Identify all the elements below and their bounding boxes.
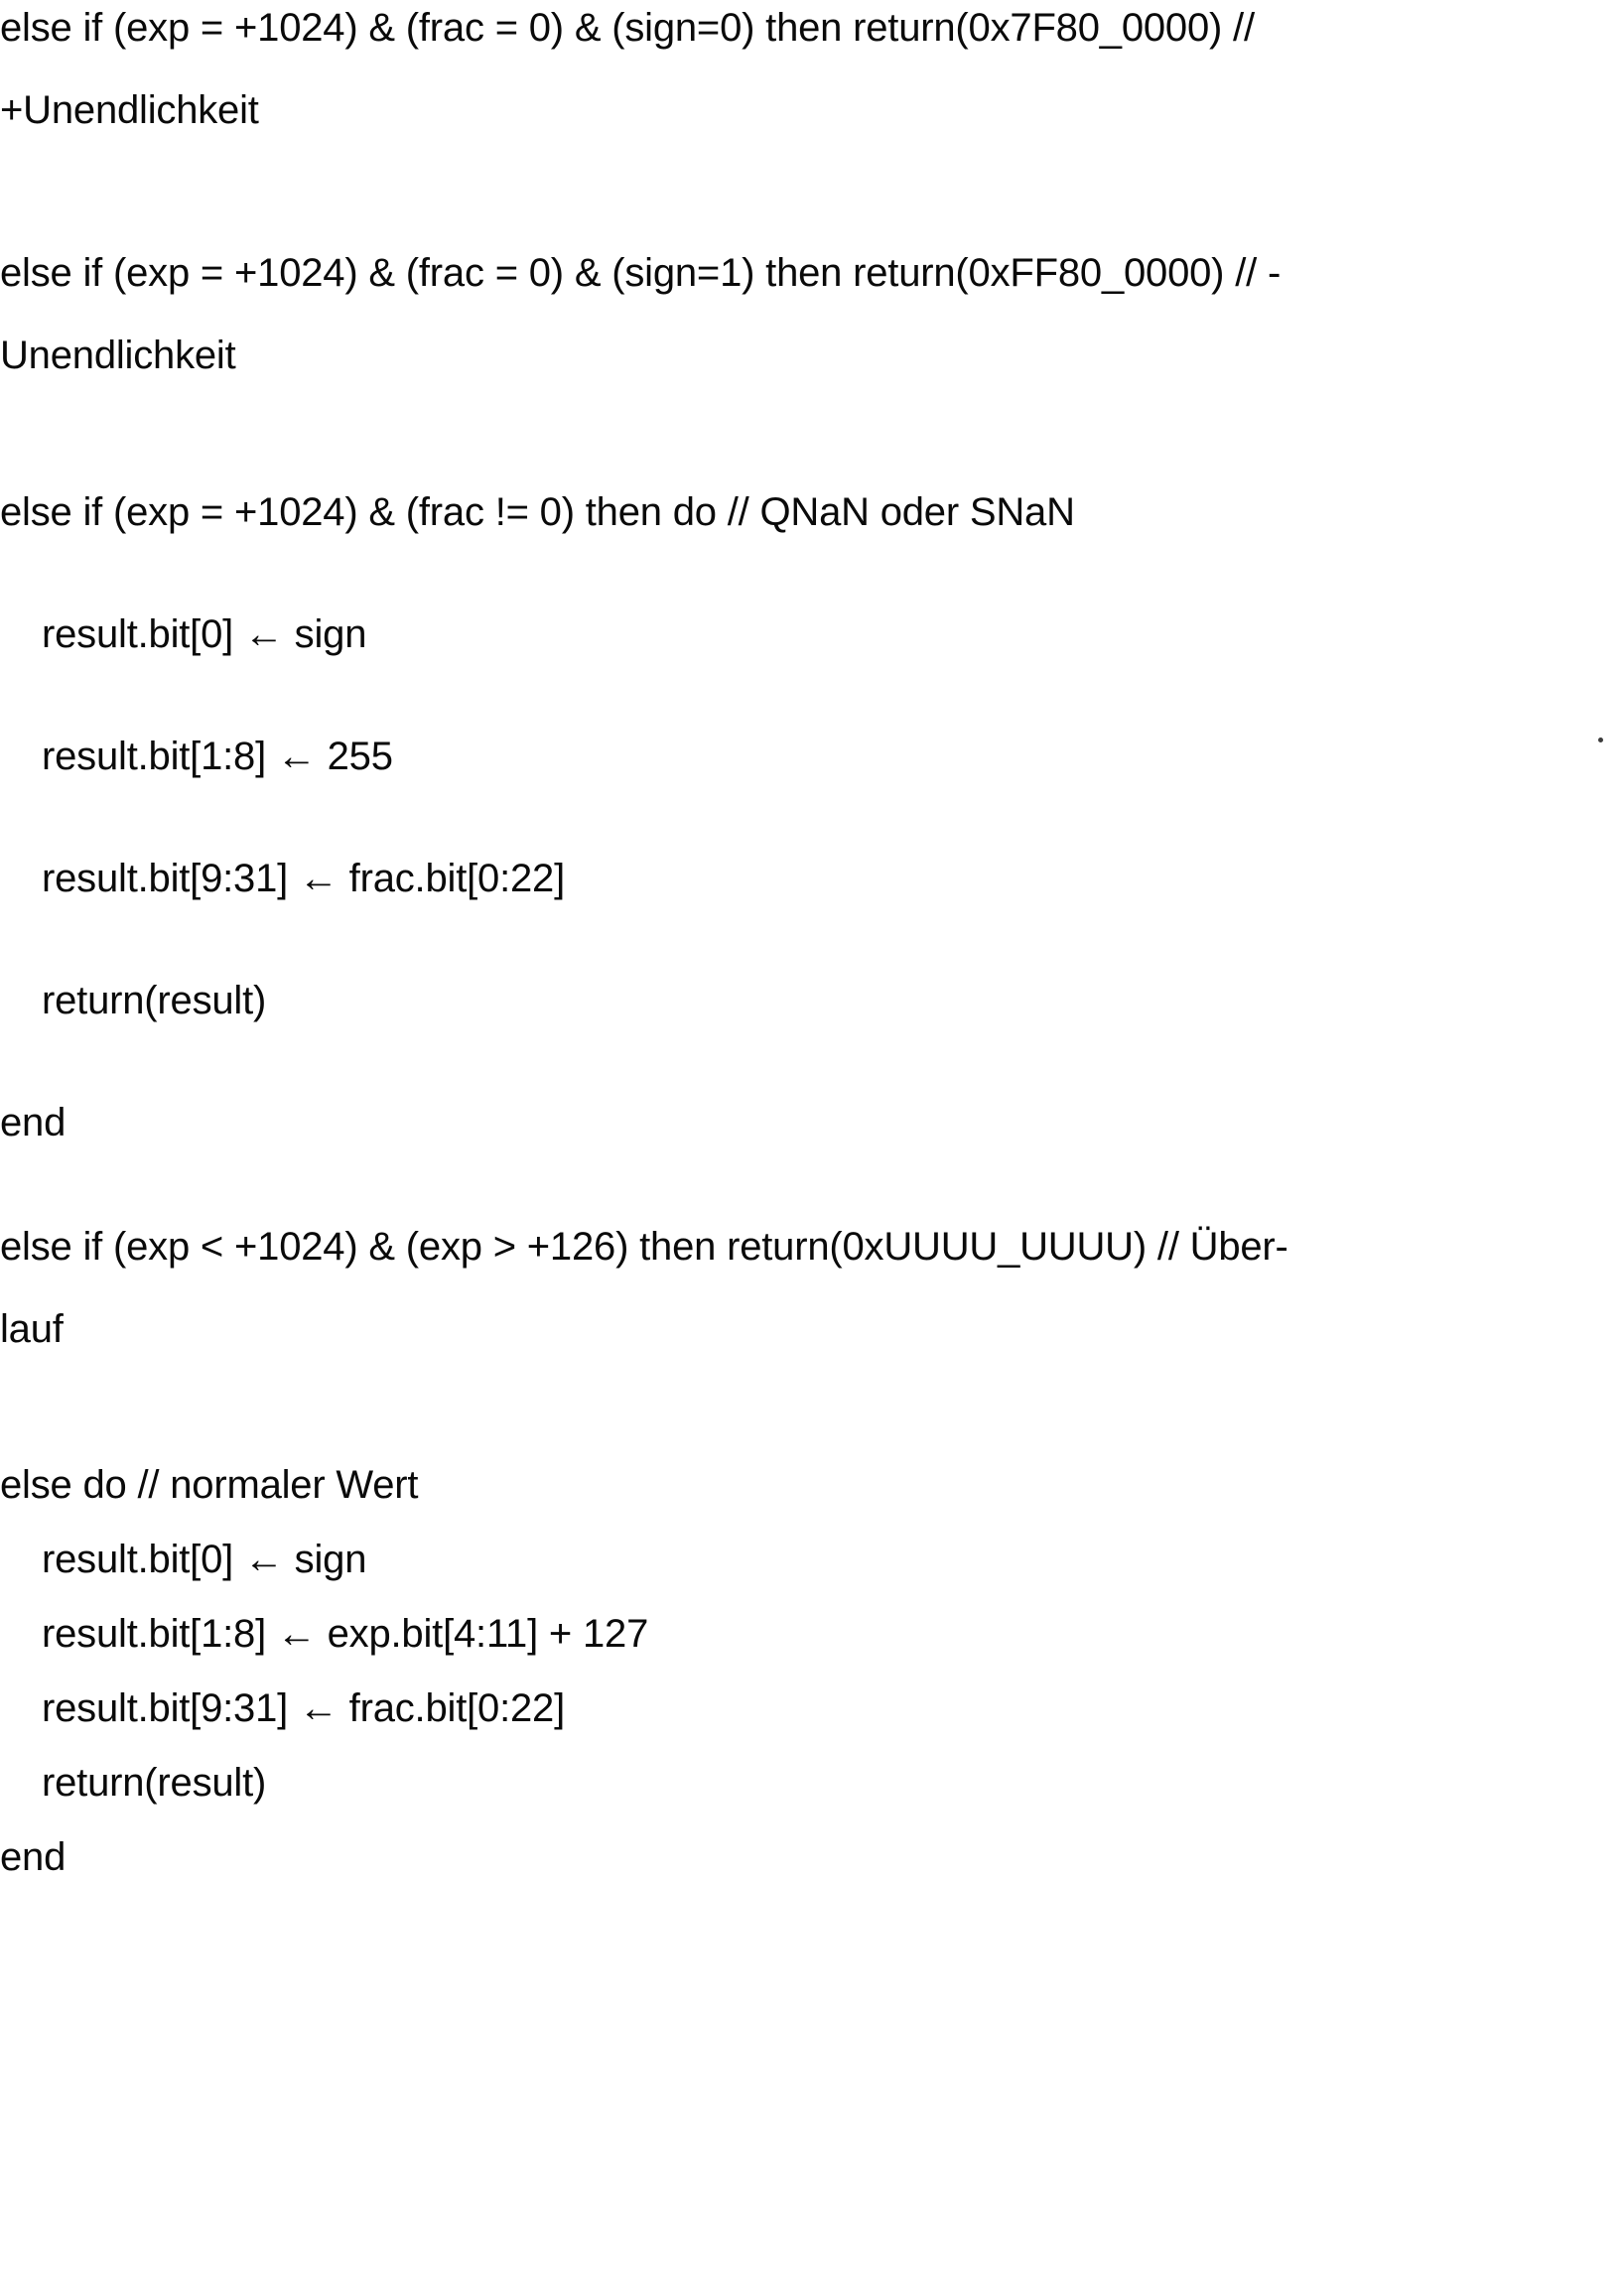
code-line: lauf (0, 1307, 64, 1351)
code-line-normal-return: return(result) (42, 1761, 267, 1805)
code-line-normal-end: end (0, 1835, 67, 1879)
code-line-nan-branch: else if (exp = +1024) & (frac != 0) then… (0, 490, 1075, 534)
code-block-inf-pos: else if (exp = +1024) & (frac = 0) & (si… (0, 0, 1624, 140)
code-line-nan-frac: result.bit[9:31] ← frac.bit[0:22] (42, 857, 565, 900)
code-line: +Unendlichkeit (0, 88, 259, 132)
code-line-nan-sign: result.bit[0] ← sign (42, 612, 367, 656)
code-line: else if (exp = +1024) & (frac = 0) & (si… (0, 251, 1282, 295)
code-block-inf-neg: else if (exp = +1024) & (frac = 0) & (si… (0, 243, 1624, 385)
code-line-nan-return: return(result) (42, 979, 267, 1022)
code-block-overflow: else if (exp < +1024) & (exp > +126) the… (0, 1217, 1624, 1359)
code-line: else if (exp < +1024) & (exp > +126) the… (0, 1225, 1288, 1269)
code-line-normal-sign: result.bit[0] ← sign (42, 1538, 367, 1581)
code-line-normal-frac: result.bit[9:31] ← frac.bit[0:22] (42, 1686, 565, 1730)
code-line: else if (exp = +1024) & (frac = 0) & (si… (0, 6, 1255, 50)
code-line: Unendlichkeit (0, 334, 236, 377)
code-line-nan-end: end (0, 1101, 67, 1144)
code-line-nan-exp: result.bit[1:8] ← 255 (42, 735, 393, 778)
scan-speck-artifact (1598, 738, 1603, 742)
code-line-normal-branch: else do // normaler Wert (0, 1463, 419, 1507)
code-line-normal-exp: result.bit[1:8] ← exp.bit[4:11] + 127 (42, 1612, 649, 1656)
